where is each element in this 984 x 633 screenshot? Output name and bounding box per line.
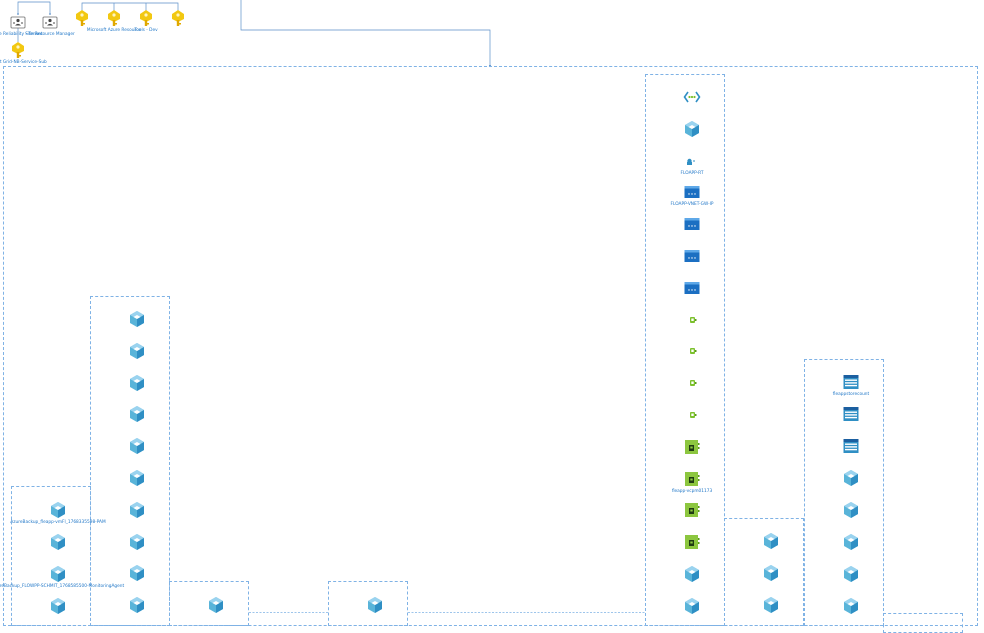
vm-cube-icon[interactable] (128, 374, 146, 392)
vm-cube-icon[interactable] (128, 342, 146, 360)
vm-cube-icon[interactable] (762, 596, 780, 614)
vm-cube-icon[interactable] (842, 501, 860, 519)
nsg-window-icon[interactable] (683, 215, 701, 233)
node-label: Site Reliability - Tenant (0, 32, 43, 37)
node-label: FLOAPP-VNET-GW-IP (670, 202, 714, 208)
vm-cube-icon[interactable] (842, 597, 860, 615)
storage-table-icon[interactable] (842, 373, 860, 391)
nsg-window-icon[interactable] (683, 247, 701, 265)
group-far-right (883, 613, 963, 633)
nic-icon[interactable] (683, 406, 701, 424)
vm-cube-icon[interactable] (128, 310, 146, 328)
nsg-window-icon[interactable] (683, 279, 701, 297)
vm-cube-icon[interactable] (49, 533, 67, 551)
node-label: AzureBackup_FLOWPP-SCHMIT_1768585500-Mon… (0, 584, 125, 589)
storage-table-icon[interactable] (842, 437, 860, 455)
vm-cube-icon[interactable] (366, 596, 384, 614)
vm-cube-icon[interactable] (842, 565, 860, 583)
vm-cube-icon[interactable] (683, 597, 701, 615)
node-label: Tools - Dev (134, 28, 158, 33)
vnet-icon[interactable] (683, 88, 701, 106)
connector-lines (17, 0, 492, 68)
access-control-icon[interactable] (41, 13, 59, 31)
nic-icon[interactable] (683, 342, 701, 360)
vm-cube-icon[interactable] (842, 469, 860, 487)
vm-cube-icon[interactable] (49, 565, 67, 583)
group-edge-lines (249, 612, 645, 613)
nsg-window-icon[interactable] (683, 183, 701, 201)
node-label: Event Grid-NB-Service-Sub (0, 60, 47, 65)
key-icon[interactable] (105, 9, 123, 27)
disk-icon[interactable] (683, 533, 701, 551)
node-label: FLOAPP-RT (680, 170, 704, 176)
node-label: fleapp-vcpm01173 (671, 488, 713, 494)
disk-icon[interactable] (683, 501, 701, 519)
node-label: Microsoft Azure Resource (86, 28, 142, 33)
public-ip-icon[interactable] (683, 152, 701, 170)
vm-cube-icon[interactable] (683, 120, 701, 138)
vm-cube-icon[interactable] (49, 501, 67, 519)
storage-table-icon[interactable] (842, 405, 860, 423)
key-icon[interactable] (73, 9, 91, 27)
node-label: Site Resource Manager (25, 32, 75, 37)
disk-icon[interactable] (683, 438, 701, 456)
node-label: AzureBackup_fleapp-vmFl_1768335598-PAM (10, 520, 106, 525)
vm-cube-icon[interactable] (128, 469, 146, 487)
vm-cube-icon[interactable] (128, 564, 146, 582)
vm-cube-icon[interactable] (762, 532, 780, 550)
disk-icon[interactable] (683, 470, 701, 488)
nic-icon[interactable] (683, 374, 701, 392)
node-label: fleappstorecount (832, 392, 870, 397)
vm-cube-icon[interactable] (128, 405, 146, 423)
nic-icon[interactable] (683, 311, 701, 329)
vm-cube-icon[interactable] (842, 533, 860, 551)
vm-cube-icon[interactable] (207, 596, 225, 614)
vm-cube-icon[interactable] (128, 533, 146, 551)
key-icon[interactable] (137, 9, 155, 27)
vm-cube-icon[interactable] (128, 596, 146, 614)
key-icon[interactable] (9, 41, 27, 59)
key-icon[interactable] (169, 9, 187, 27)
vm-cube-icon[interactable] (762, 564, 780, 582)
vm-cube-icon[interactable] (128, 437, 146, 455)
vm-cube-icon[interactable] (683, 565, 701, 583)
access-control-icon[interactable] (9, 13, 27, 31)
vm-cube-icon[interactable] (49, 597, 67, 615)
vm-cube-icon[interactable] (128, 501, 146, 519)
